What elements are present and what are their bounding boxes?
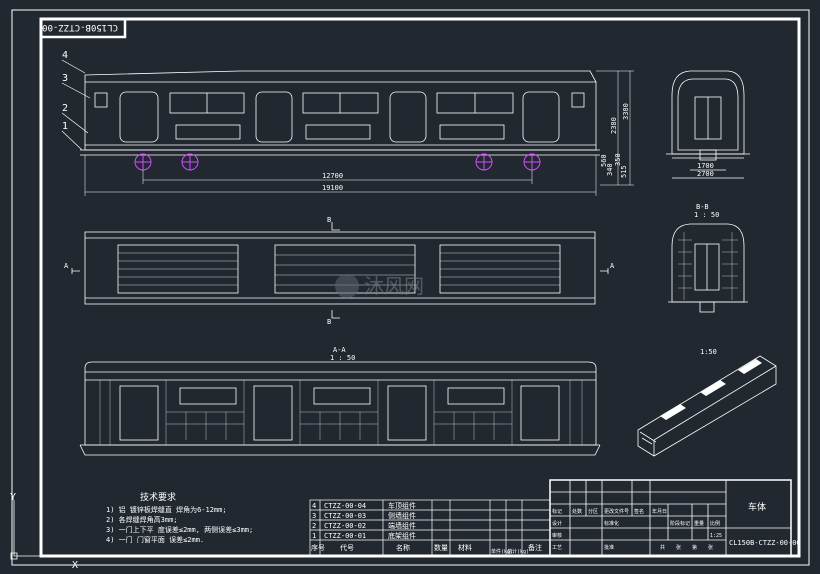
table-row: 1 CTZZ-00-01 底架组件	[312, 531, 416, 540]
side-elevation-view[interactable]	[80, 70, 600, 156]
dim-front-inner: 1700	[697, 162, 714, 170]
svg-text:签名: 签名	[634, 508, 644, 515]
svg-text:材料: 材料	[458, 543, 472, 552]
svg-text:总计(kg): 总计(kg)	[507, 548, 529, 555]
cut-label-a-right: A	[610, 262, 615, 270]
dim-bottom-2: 350	[614, 153, 622, 166]
ucs-icon	[10, 500, 70, 560]
svg-text:设计: 设计	[552, 520, 562, 527]
table-row: 2 CTZZ-00-02 端墙组件	[312, 521, 416, 530]
title-block-labels: 标记 处数 分区 更改文件号 签名 年月日 设计 标准化 阶段标记 重量 比例 …	[552, 508, 722, 551]
svg-text:2) 各焊缝焊角高3mm;: 2) 各焊缝焊角高3mm;	[106, 515, 178, 524]
iso-view-scale: 1:50	[700, 348, 717, 356]
balloon-1: 1	[62, 121, 68, 132]
technical-requirements: 技术要求 1) 铝 镀锌板焊缝直 焊角为6-12mm; 2) 各焊缝焊角高3mm…	[106, 491, 253, 544]
svg-text:备注: 备注	[528, 543, 542, 552]
ucs-x-label: X	[72, 560, 78, 571]
svg-text:CTZZ-00-02: CTZZ-00-02	[324, 522, 366, 530]
part-balloons	[61, 59, 91, 151]
svg-text:年月日: 年月日	[652, 508, 667, 515]
svg-text:标准化: 标准化	[604, 520, 619, 527]
svg-text:共: 共	[660, 544, 665, 551]
dim-overall-length: 19100	[322, 184, 343, 192]
svg-text:侧墙组件: 侧墙组件	[388, 511, 416, 520]
svg-text:处数: 处数	[572, 508, 582, 515]
svg-text:1:25: 1:25	[710, 533, 722, 539]
top-view-hatching	[118, 252, 560, 286]
dim-height-main: 3380	[622, 103, 630, 120]
isometric-roof-panels	[660, 359, 762, 420]
section-aa-view[interactable]	[79, 361, 601, 456]
balloon-2: 2	[62, 103, 68, 114]
dim-bottom-1: 340	[606, 163, 614, 176]
title-block-title: 车体	[748, 501, 766, 513]
svg-text:张: 张	[676, 544, 681, 551]
balloon-3: 3	[62, 73, 68, 84]
svg-text:沐风网: 沐风网	[364, 274, 424, 298]
svg-text:批准: 批准	[604, 544, 614, 551]
section-bb-label: B-B	[696, 203, 709, 211]
parts-list-rows: 4 CTZZ-00-04 车顶组件 3 CTZZ-00-03 侧墙组件 2 CT…	[311, 501, 542, 555]
title-block[interactable]	[549, 479, 792, 557]
svg-text:第: 第	[692, 544, 697, 551]
svg-text:更改文件号: 更改文件号	[604, 508, 629, 515]
svg-text:底架组件: 底架组件	[388, 531, 416, 540]
section-bb-view[interactable]	[668, 223, 748, 313]
balloon-4: 4	[62, 50, 68, 61]
svg-text:CTZZ-00-01: CTZZ-00-01	[324, 532, 366, 540]
dim-bogie-spacing: 12700	[322, 172, 343, 180]
table-row: 4 CTZZ-00-04 车顶组件	[312, 501, 416, 510]
svg-text:端墙组件: 端墙组件	[388, 521, 416, 530]
dim-front-width: 2700	[697, 170, 714, 178]
svg-text:3) 一门上下平 度误差≤2mm, 两侧误差≤3mm;: 3) 一门上下平 度误差≤2mm, 两侧误差≤3mm;	[106, 525, 253, 534]
svg-text:审核: 审核	[552, 532, 562, 539]
section-cut-markers	[71, 222, 609, 319]
svg-text:张: 张	[708, 544, 713, 551]
section-aa-framing	[99, 380, 583, 445]
svg-text:阶段标记: 阶段标记	[670, 520, 690, 527]
svg-text:代号: 代号	[340, 543, 354, 552]
svg-text:3: 3	[312, 512, 316, 520]
svg-text:技术要求: 技术要求	[140, 491, 176, 503]
svg-text:1: 1	[312, 532, 316, 540]
watermark-logo: 沐风网	[335, 274, 424, 298]
svg-text:重量: 重量	[694, 520, 704, 527]
svg-text:比例: 比例	[710, 520, 720, 527]
svg-text:4) 一门 门窗平面 误差≤2mm.: 4) 一门 门窗平面 误差≤2mm.	[106, 535, 204, 544]
cut-label-a-left: A	[64, 262, 69, 270]
svg-text:标记: 标记	[552, 508, 562, 515]
svg-text:1) 铝 镀锌板焊缝直 焊角为6-12mm;: 1) 铝 镀锌板焊缝直 焊角为6-12mm;	[106, 505, 227, 514]
side-view-dimensions	[84, 70, 634, 196]
table-header: 序号 代号 名称 数量 材料 单件(kg) 总计(kg) 备注	[311, 543, 542, 555]
isometric-view[interactable]	[637, 355, 777, 457]
cut-label-b-bottom: B	[327, 318, 331, 326]
svg-text:CTZZ-00-03: CTZZ-00-03	[324, 512, 366, 520]
svg-text:单件(kg): 单件(kg)	[491, 548, 513, 555]
svg-text:工艺: 工艺	[552, 545, 562, 551]
table-row: 3 CTZZ-00-03 侧墙组件	[312, 511, 416, 520]
svg-text:序号: 序号	[311, 543, 325, 552]
cut-label-b-top: B	[327, 216, 331, 224]
svg-text:4: 4	[312, 502, 316, 510]
svg-text:数量: 数量	[434, 543, 448, 552]
dim-bottom-3: 515	[620, 165, 628, 178]
dim-bottom-0: 560	[600, 154, 608, 167]
dim-height-sub: 2380	[610, 117, 618, 134]
section-aa-label: A-A	[333, 346, 346, 354]
svg-text:名称: 名称	[396, 543, 410, 552]
svg-text:2: 2	[312, 522, 316, 530]
title-block-drawing-no: CL150B-CTZZ-00-00	[729, 539, 801, 547]
section-bb-scale: 1 : 50	[694, 211, 719, 219]
bogie-wheels	[134, 153, 541, 171]
svg-text:分区: 分区	[588, 508, 598, 515]
drawing-number-stamp: CL150B-CTZZ-00	[39, 17, 127, 39]
svg-text:CTZZ-00-04: CTZZ-00-04	[324, 502, 366, 510]
front-end-view[interactable]	[666, 70, 750, 179]
svg-text:CL150B-CTZZ-00: CL150B-CTZZ-00	[42, 22, 118, 32]
section-aa-scale: 1 : 50	[330, 354, 355, 362]
svg-text:车顶组件: 车顶组件	[388, 501, 416, 510]
section-bb-grid	[678, 232, 738, 300]
ucs-y-label: Y	[10, 492, 16, 503]
